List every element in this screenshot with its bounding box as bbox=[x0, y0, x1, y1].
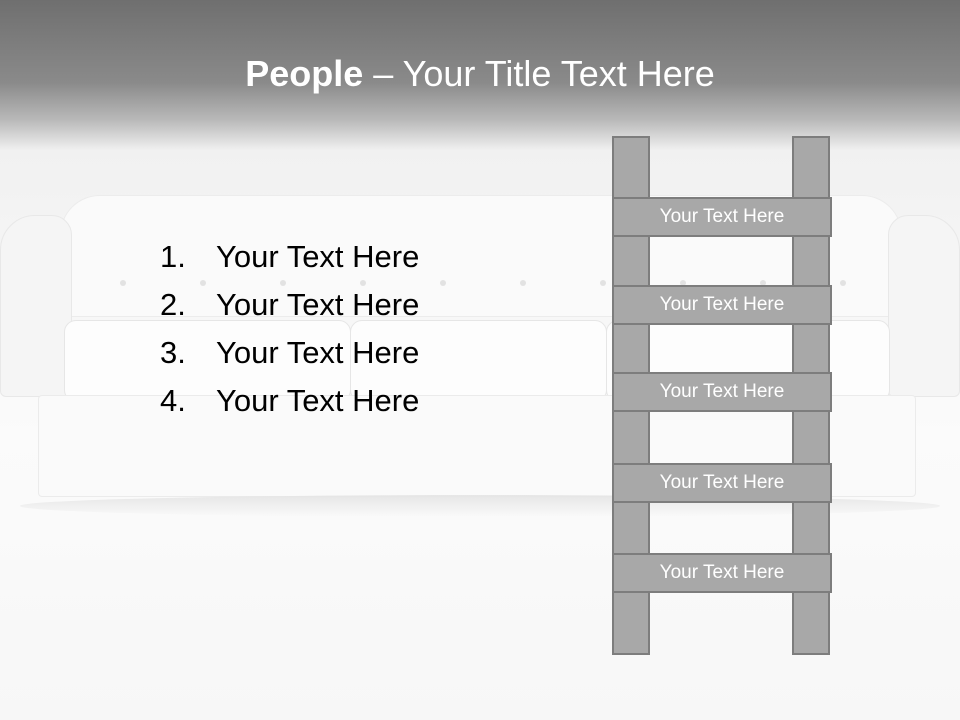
sofa-right-arm bbox=[888, 215, 960, 397]
sofa-tuft bbox=[600, 280, 606, 286]
list-number: 1. bbox=[160, 239, 186, 274]
list-text: Your Text Here bbox=[216, 383, 420, 418]
list-text: Your Text Here bbox=[216, 239, 420, 274]
sofa-tuft bbox=[840, 280, 846, 286]
numbered-list: 1. Your Text Here 2. Your Text Here 3. Your… bbox=[160, 233, 419, 425]
list-text: Your Text Here bbox=[216, 287, 420, 322]
slide-title: People – Your Title Text Here bbox=[0, 50, 960, 98]
sofa-tuft bbox=[360, 280, 366, 286]
list-item: 2. Your Text Here bbox=[160, 281, 419, 329]
ladder-rung: Your Text Here bbox=[612, 285, 832, 325]
sofa-tuft bbox=[520, 280, 526, 286]
title-bold: People bbox=[245, 53, 364, 94]
title-rest: – Your Title Text Here bbox=[363, 53, 715, 94]
list-number: 4. bbox=[160, 383, 186, 418]
list-item: 1. Your Text Here bbox=[160, 233, 419, 281]
sofa-tuft bbox=[280, 280, 286, 286]
title-band bbox=[0, 0, 960, 150]
ladder-rung: Your Text Here bbox=[612, 553, 832, 593]
list-text: Your Text Here bbox=[216, 335, 420, 370]
list-item: 4. Your Text Here bbox=[160, 377, 419, 425]
sofa-tuft bbox=[680, 280, 686, 286]
sofa-tuft bbox=[440, 280, 446, 286]
sofa-tuft bbox=[760, 280, 766, 286]
sofa-image bbox=[0, 195, 960, 525]
sofa-tuft bbox=[200, 280, 206, 286]
list-item: 3. Your Text Here bbox=[160, 329, 419, 377]
list-number: 2. bbox=[160, 287, 186, 322]
ladder-rung: Your Text Here bbox=[612, 372, 832, 412]
list-number: 3. bbox=[160, 335, 186, 370]
ladder-rung: Your Text Here bbox=[612, 463, 832, 503]
sofa-tuft bbox=[120, 280, 126, 286]
ladder-rung: Your Text Here bbox=[612, 197, 832, 237]
sofa-left-arm bbox=[0, 215, 72, 397]
